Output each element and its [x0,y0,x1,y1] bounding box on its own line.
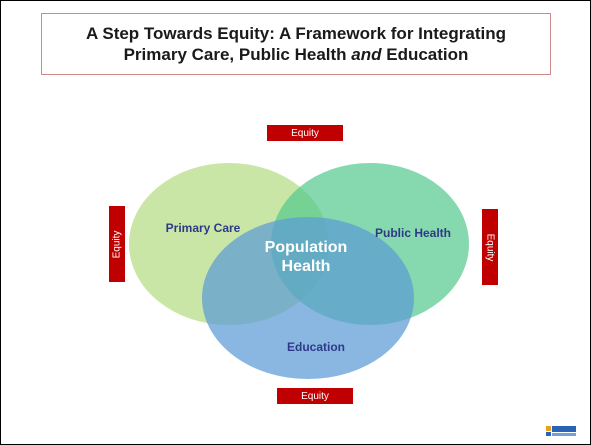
title-line-2-part-b: Education [381,45,469,64]
equity-left: Equity [109,206,125,282]
primary-care-label: Primary Care [165,221,241,235]
population-health-line-2: Health [281,258,331,275]
population-health-line-1: Population [264,239,348,256]
title-line-2: Primary Care, Public Health and Educatio… [42,44,550,65]
public-health-label: Public Health [374,226,451,240]
title-line-1: A Step Towards Equity: A Framework for I… [85,24,506,43]
title-line-2-part-a: Primary Care, Public Health [123,45,352,64]
equity-bottom: Equity [277,388,353,404]
equity-left-label: Equity [111,230,123,258]
equity-right: Equity [482,209,498,285]
population-health-label: Population Health [251,238,361,276]
equity-top-label: Equity [291,127,319,139]
equity-right-label: Equity [484,233,496,261]
equity-bottom-label: Equity [301,390,329,402]
education-label: Education [286,340,345,354]
organization-logo-icon [546,426,576,436]
title-emphasis: and [351,45,382,64]
equity-top: Equity [267,125,343,141]
slide-title: A Step Towards Equity: A Framework for I… [41,13,551,75]
education-circle [202,217,414,379]
